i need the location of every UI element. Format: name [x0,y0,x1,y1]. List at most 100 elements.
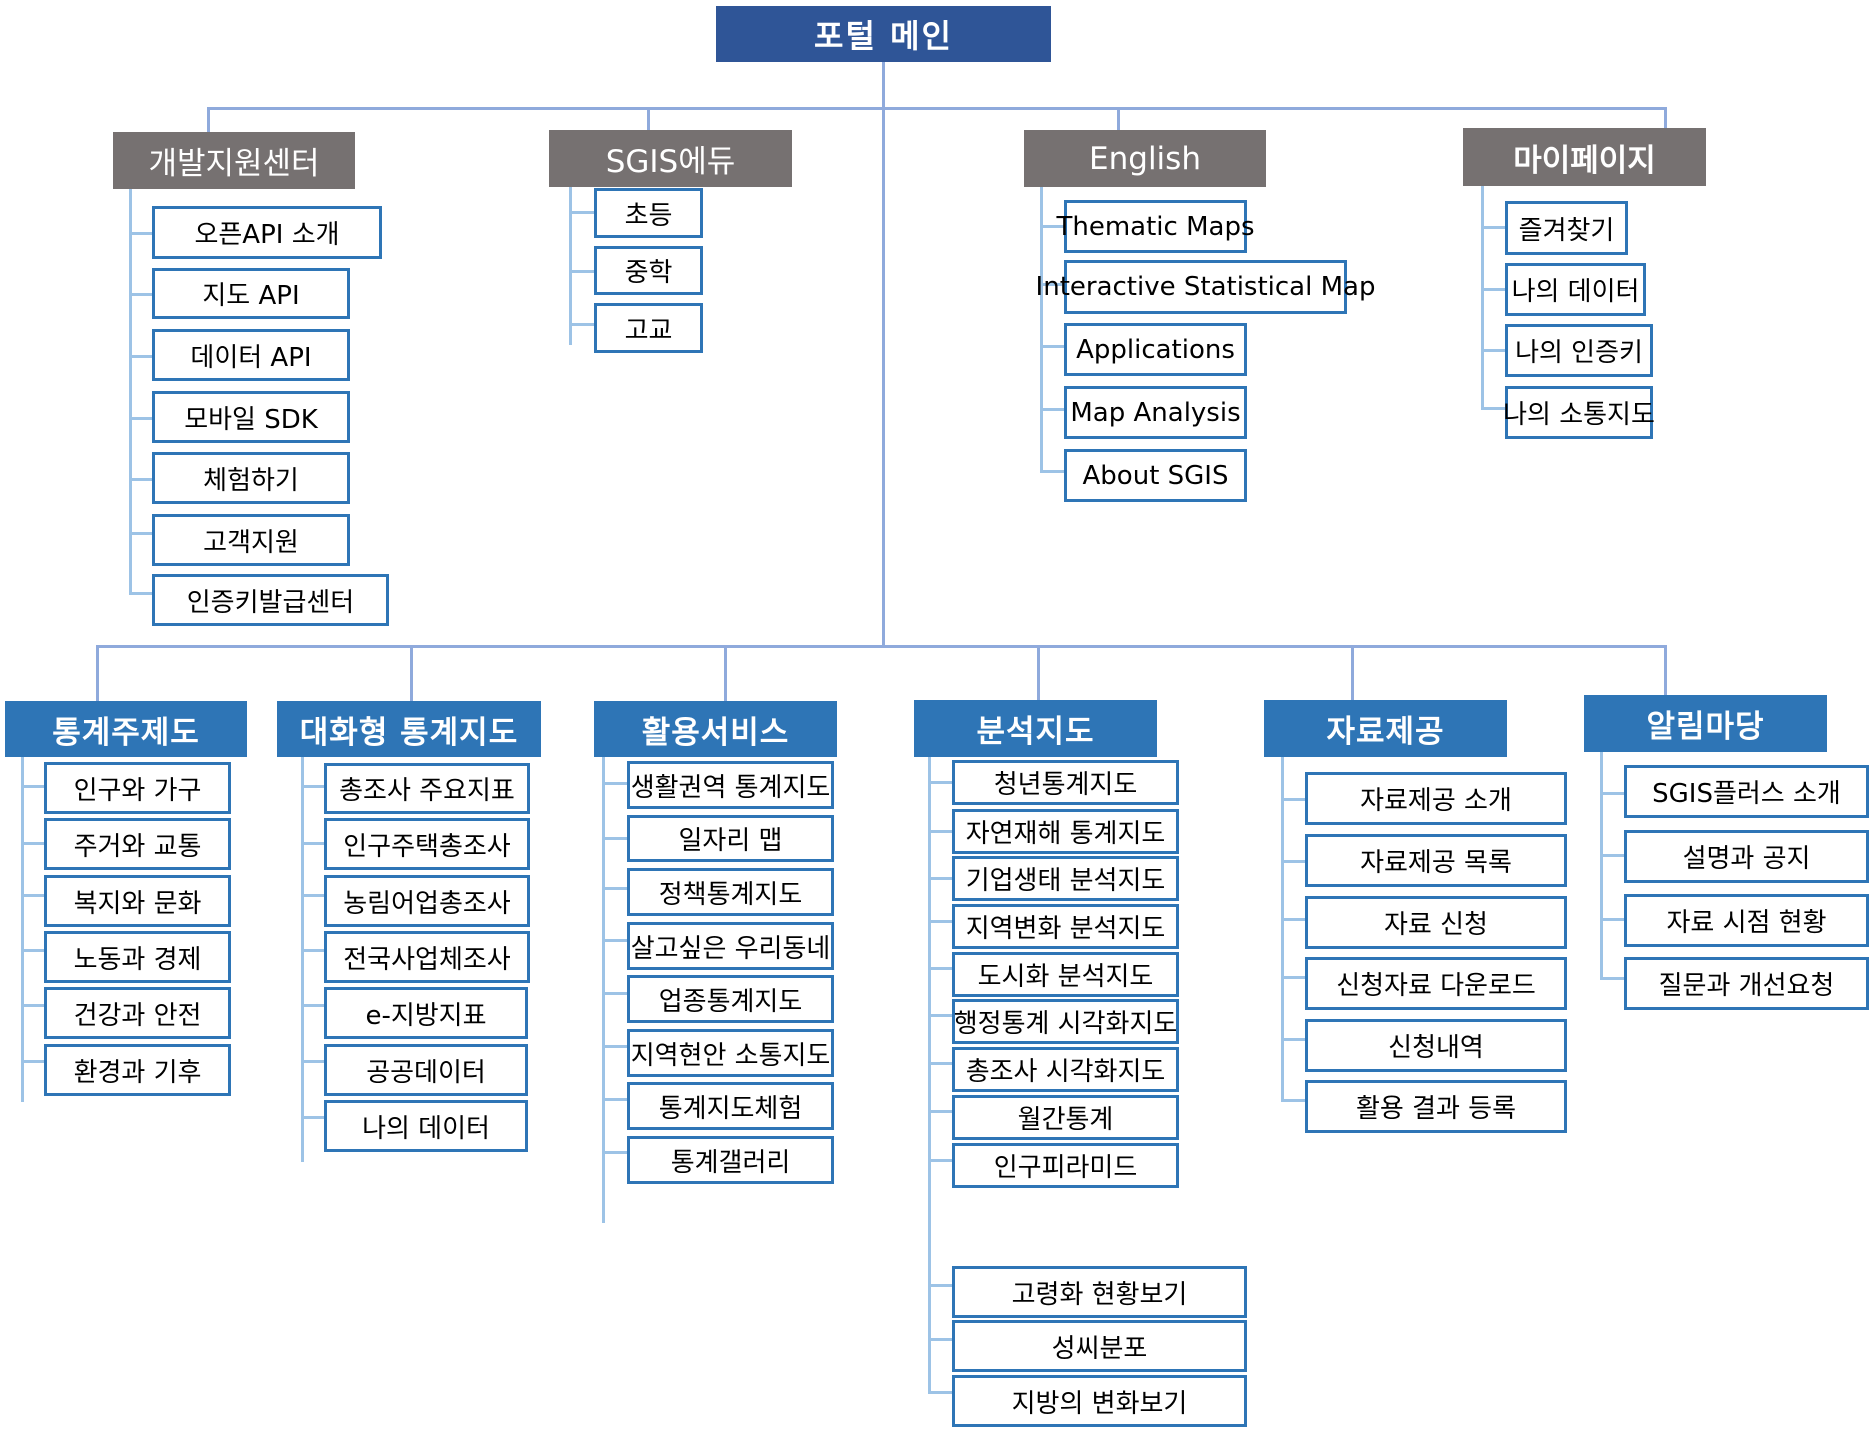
spine-bottom-0 [21,757,24,1102]
section-thematic-map[interactable]: 통계주제도 [5,701,247,757]
menu-item[interactable]: 농림어업총조사 [324,875,530,927]
menu-item[interactable]: 나의 소통지도 [1503,386,1655,439]
tick [1281,918,1306,921]
menu-item[interactable]: 고령화 현황보기 [952,1266,1247,1318]
section-dev-center[interactable]: 개발지원센터 [113,132,355,189]
top-drop-0 [207,107,210,133]
tick [602,887,628,890]
menu-item[interactable]: 인구와 가구 [44,762,231,814]
section-services[interactable]: 활용서비스 [594,701,837,757]
menu-item-label: Map Analysis [1070,397,1241,428]
menu-item-label: 즐겨찾기 [1518,215,1615,246]
section-sgis-edu[interactable]: SGIS에듀 [549,130,792,187]
menu-item[interactable]: 지역변화 분석지도 [952,904,1179,949]
menu-item[interactable]: 오픈API 소개 [152,206,382,259]
menu-item[interactable]: 자료 신청 [1305,896,1567,949]
tick [602,939,628,942]
section-mypage[interactable]: 마이페이지 [1463,128,1706,186]
section-label: 대화형 통계지도 [299,714,519,751]
portal-main-node[interactable]: 포털 메인 [716,6,1051,62]
menu-item[interactable]: 기업생태 분석지도 [952,856,1179,901]
menu-item[interactable]: 신청자료 다운로드 [1305,957,1567,1010]
menu-item[interactable]: 생활권역 통계지도 [627,761,834,809]
menu-item[interactable]: Applications [1064,323,1247,376]
menu-item[interactable]: 자연재해 통계지도 [952,809,1179,854]
section-interactive-map[interactable]: 대화형 통계지도 [277,701,541,757]
menu-item[interactable]: 정책통계지도 [627,868,834,916]
menu-item[interactable]: About SGIS [1064,449,1247,502]
menu-item[interactable]: 신청내역 [1305,1019,1567,1072]
section-label: 분석지도 [976,714,1095,750]
menu-item-label: 건강과 안전 [73,1000,202,1031]
tick [301,1004,325,1007]
menu-item[interactable]: 자료제공 목록 [1305,834,1567,887]
menu-item[interactable]: 일자리 맵 [627,815,834,862]
menu-item[interactable]: 도시화 분석지도 [952,952,1179,997]
menu-item[interactable]: 통계지도체험 [627,1082,834,1130]
menu-item[interactable]: 살고싶은 우리동네 [627,922,834,970]
menu-item-label: 청년통계지도 [993,770,1138,800]
tick [1040,408,1065,411]
menu-item[interactable]: 총조사 주요지표 [324,763,530,814]
menu-item[interactable]: 고객지원 [152,514,350,566]
menu-item[interactable]: 환경과 기후 [44,1044,231,1096]
menu-item[interactable]: 노동과 경제 [44,931,231,983]
section-english[interactable]: English [1024,130,1266,187]
menu-item[interactable]: e-지방지표 [324,987,528,1039]
menu-item[interactable]: Interactive Statistical Map [1036,260,1375,314]
menu-item[interactable]: SGIS플러스 소개 [1624,765,1869,818]
menu-item[interactable]: 설명과 공지 [1624,830,1869,883]
menu-item[interactable]: 체험하기 [152,452,350,504]
menu-item[interactable]: 자료제공 소개 [1305,772,1567,825]
menu-item[interactable]: 주거와 교통 [44,818,231,870]
section-data-provision[interactable]: 자료제공 [1264,700,1507,757]
menu-item[interactable]: 전국사업체조사 [324,931,530,983]
menu-item[interactable]: 성씨분포 [952,1320,1247,1372]
menu-item[interactable]: 나의 인증키 [1505,324,1653,377]
menu-item-label: 인구와 가구 [73,775,202,806]
spine-top-0 [129,189,132,595]
section-notice[interactable]: 알림마당 [1584,695,1827,752]
menu-item[interactable]: 지역현안 소통지도 [627,1029,834,1077]
menu-item[interactable]: 지도 API [152,268,350,319]
tick [1481,407,1506,410]
menu-item[interactable]: 중학 [594,246,703,295]
tick [301,949,325,952]
menu-item[interactable]: 데이터 API [152,329,350,381]
menu-item[interactable]: 고교 [594,303,703,353]
menu-item[interactable]: 질문과 개선요청 [1624,957,1869,1010]
menu-item[interactable]: 청년통계지도 [952,760,1179,805]
menu-item[interactable]: 활용 결과 등록 [1305,1080,1567,1133]
menu-item-label: 인구피라미드 [993,1153,1138,1183]
menu-item[interactable]: 인구피라미드 [952,1143,1179,1188]
menu-item[interactable]: 인구주택총조사 [324,818,530,870]
section-analysis-map[interactable]: 분석지도 [914,700,1157,757]
menu-item[interactable]: Thematic Maps [1057,200,1255,253]
tick [602,1045,628,1048]
menu-item[interactable]: 인증키발급센터 [152,574,389,626]
tick [301,785,325,788]
menu-item[interactable]: 통계갤러리 [627,1136,834,1184]
menu-item[interactable]: 나의 데이터 [1505,263,1646,316]
tick [21,949,45,952]
menu-item-label: 전국사업체조사 [343,944,511,975]
menu-item[interactable]: 지방의 변화보기 [952,1375,1247,1427]
menu-item[interactable]: 초등 [594,188,703,238]
tick [1281,1038,1306,1041]
root-trunk-line [882,62,885,648]
menu-item[interactable]: 월간통계 [952,1095,1179,1140]
menu-item[interactable]: 업종통계지도 [627,975,834,1023]
menu-item[interactable]: 즐겨찾기 [1505,201,1628,255]
menu-item[interactable]: 모바일 SDK [152,391,350,443]
menu-item[interactable]: 총조사 시각화지도 [952,1047,1179,1092]
menu-item[interactable]: 공공데이터 [324,1044,528,1096]
menu-item[interactable]: 행정통계 시각화지도 [952,999,1179,1044]
menu-item[interactable]: 건강과 안전 [44,987,231,1039]
menu-item[interactable]: Map Analysis [1064,386,1247,439]
spine-bottom-3 [928,757,931,1393]
tick [602,782,628,785]
menu-item[interactable]: 자료 시점 현황 [1624,894,1869,947]
menu-item[interactable]: 나의 데이터 [324,1100,528,1152]
menu-item-label: 지역변화 분석지도 [965,914,1166,944]
menu-item[interactable]: 복지와 문화 [44,875,231,927]
